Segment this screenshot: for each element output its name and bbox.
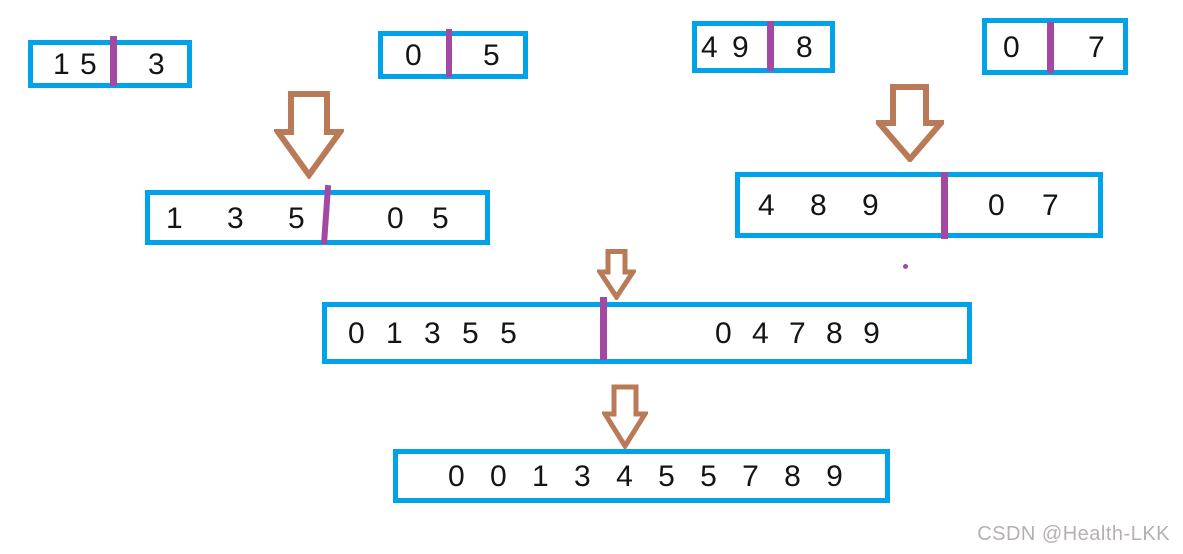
array-segment-left: 1 5 (53, 48, 97, 82)
array-box-stage1-d: 0 7 (982, 18, 1128, 75)
split-divider (1047, 22, 1054, 73)
array-segment-left: 0 1 3 5 5 (348, 317, 517, 351)
array-box-final: 0 0 1 3 4 5 5 7 8 9 (393, 449, 890, 503)
split-divider (941, 172, 948, 239)
array-segment-left: 0 (405, 39, 422, 73)
array-segment-right: 0 7 (988, 189, 1059, 223)
array-segment-left: 1 3 5 (166, 201, 305, 235)
array-segment-left: 4 9 (701, 31, 749, 65)
array-segment-right: 5 (483, 39, 500, 73)
down-arrow-icon (595, 249, 638, 305)
array-box-stage1-b: 0 5 (378, 31, 528, 79)
array-segment-right: 0 5 (387, 201, 449, 235)
array-box-stage2-left: 1 3 5 0 5 (145, 190, 490, 245)
array-segment: 0 0 1 3 4 5 5 7 8 9 (448, 460, 843, 494)
watermark: CSDN @Health-LKK (977, 523, 1170, 545)
array-segment-right: 8 (796, 31, 813, 65)
split-divider (446, 29, 452, 77)
array-segment-left: 4 8 9 (758, 189, 879, 223)
split-divider (110, 36, 117, 86)
split-divider (600, 297, 607, 360)
array-segment-left: 0 (1003, 30, 1020, 64)
array-segment-right: 7 (1088, 30, 1105, 64)
split-divider (767, 21, 774, 71)
array-box-stage3: 0 1 3 5 5 0 4 7 8 9 (322, 302, 972, 364)
array-segment-right: 3 (148, 48, 165, 82)
array-box-stage2-right: 4 8 9 0 7 (735, 172, 1103, 238)
paint-dot (903, 264, 908, 269)
array-box-stage1-c: 4 9 8 (692, 21, 835, 73)
down-arrow-icon (600, 384, 650, 454)
down-arrow-icon (872, 84, 948, 167)
array-segment-right: 0 4 7 8 9 (715, 317, 880, 351)
down-arrow-icon (272, 91, 346, 184)
